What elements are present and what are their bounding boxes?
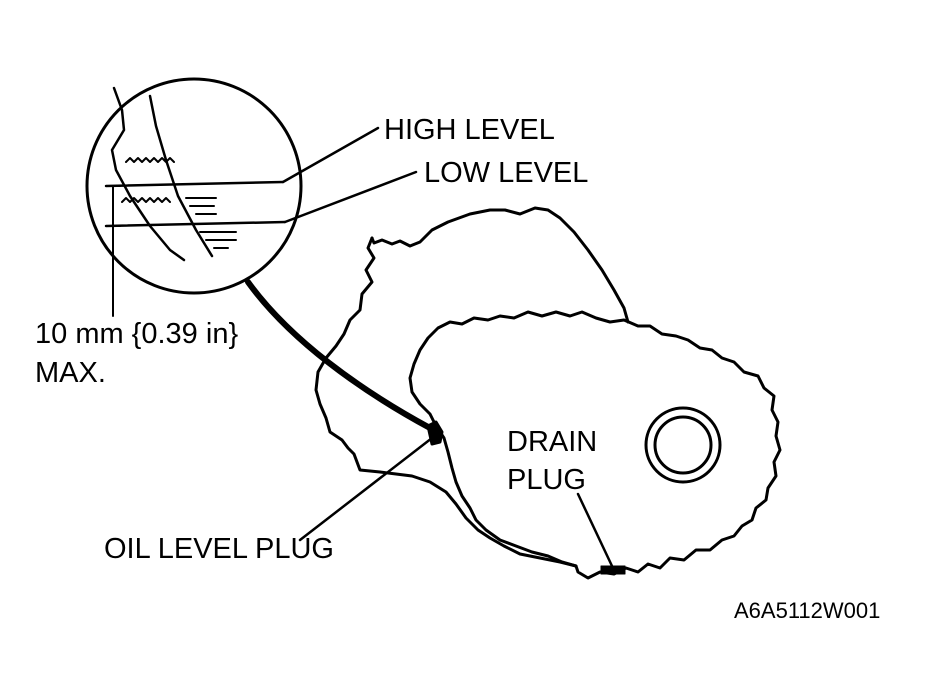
drain-plug-leader	[576, 492, 614, 568]
transmission-left-housing	[314, 236, 578, 568]
oil-surface-dashes-lower	[199, 231, 237, 249]
low-level-leader	[283, 170, 418, 224]
detail-inner-wall	[148, 94, 214, 258]
detail-outer-wall	[110, 86, 186, 262]
transmission-main-housing	[408, 310, 782, 580]
low-level-label: LOW LEVEL	[424, 157, 589, 189]
drain-plug-label-line1: DRAIN	[507, 426, 598, 458]
high-level-label: HIGH LEVEL	[384, 114, 555, 146]
oil-surface-dashes-upper	[185, 197, 217, 215]
max-label: MAX.	[35, 357, 106, 389]
high-level-leader	[281, 126, 380, 184]
drain-plug-label-line2: PLUG	[507, 464, 586, 496]
detail-view-contents	[104, 86, 287, 317]
transmission-rear-housing	[370, 206, 630, 324]
oil-level-plug-label: OIL LEVEL PLUG	[104, 533, 334, 565]
drain-plug-icon	[600, 565, 626, 575]
detail-lower-wavy-edge	[121, 197, 171, 203]
output-shaft-outer-ring	[644, 406, 722, 484]
oil-level-plug-leader	[298, 436, 434, 542]
detail-magnifier-circle	[85, 77, 303, 295]
max-dimension-label: 10 mm {0.39 in}	[35, 318, 239, 350]
low-level-line	[104, 220, 287, 228]
high-level-line	[104, 180, 285, 188]
magnifier-leader-tube	[245, 279, 433, 431]
figure-code-label: A6A5112W001	[734, 598, 881, 623]
detail-upper-wavy-edge	[125, 157, 175, 163]
output-shaft-inner-ring	[653, 415, 713, 475]
